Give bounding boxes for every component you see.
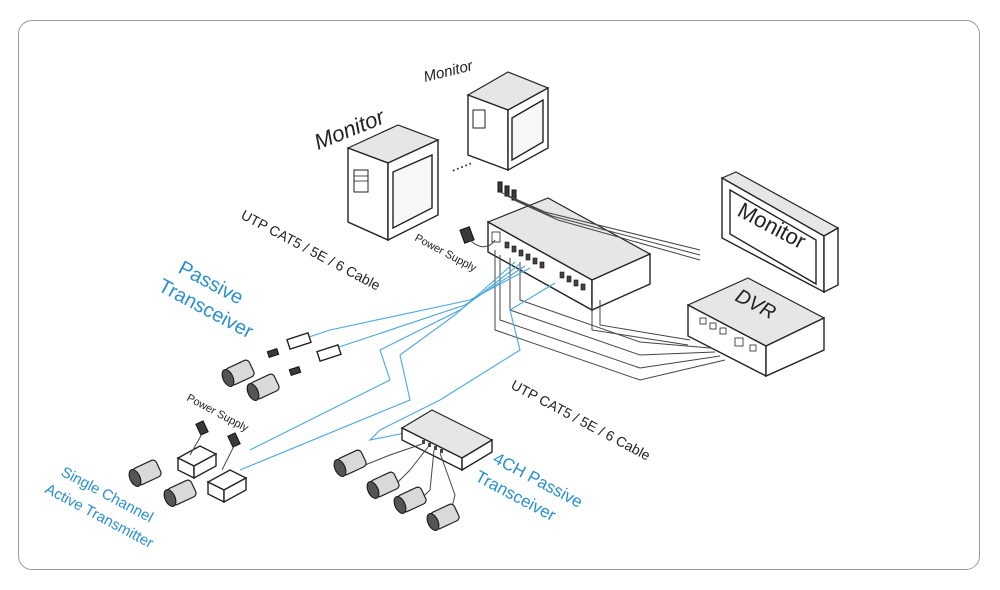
balun-icon [266, 331, 342, 377]
monitor-dvr-icon [720, 171, 840, 294]
diagram-frame [18, 20, 980, 570]
camera-icon [333, 449, 460, 531]
camera-icon [221, 359, 280, 401]
video-hub-icon [486, 197, 652, 312]
camera-icon [128, 459, 197, 507]
utp-cable-bottom-label: UTP CAT5 / 5E / 6 Cable [509, 377, 654, 464]
cables-blue [239, 261, 556, 471]
monitor-upper-icon [466, 71, 550, 172]
active-transmitter-icon [176, 445, 248, 504]
power-supply-left-label: Power Supply [185, 392, 251, 435]
power-adapter-top-icon [459, 226, 496, 248]
cables-dark [494, 191, 726, 381]
hub-top-connectors-icon [497, 181, 517, 201]
monitor-upper-label: Monitor [422, 57, 476, 86]
power-adapter-left-icon [189, 420, 241, 471]
dvr-icon [686, 277, 826, 378]
monitor-left-icon [346, 124, 440, 242]
switch-icon [364, 409, 494, 516]
